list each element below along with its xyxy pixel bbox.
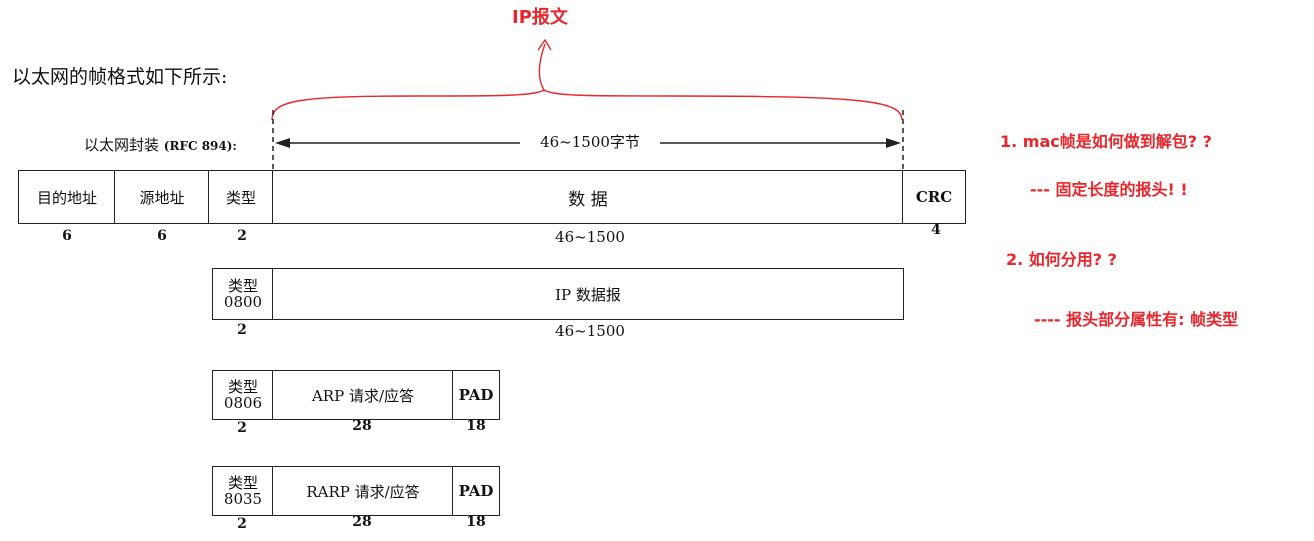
field-data: 数 据 (272, 170, 904, 224)
encapsulation-name: 以太网封装 (84, 136, 160, 154)
ip-datagram-field: IP 数据报 (272, 268, 904, 320)
rarp-type-field: 类型 8035 (212, 466, 274, 516)
rarp-len-type: 2 (237, 516, 247, 532)
arp-type-code: 0806 (223, 394, 263, 412)
range-label: 46~1500字节 (520, 131, 660, 152)
rarp-type-code: 8035 (223, 490, 263, 508)
len-dest: 6 (62, 228, 72, 244)
arp-type-field: 类型 0806 (212, 370, 274, 420)
field-dest-address: 目的地址 (18, 170, 116, 224)
arp-request-field: ARP 请求/应答 (272, 370, 454, 420)
len-source: 6 (157, 228, 167, 244)
intro-text: 以太网的帧格式如下所示: (12, 66, 228, 88)
arp-len-type: 2 (237, 420, 247, 436)
rarp-type-label: 类型 (227, 474, 258, 492)
len-crc: 4 (931, 222, 941, 238)
ip-type-code: 0800 (223, 293, 263, 311)
field-source-address: 源地址 (114, 170, 210, 224)
rfc-reference: (RFC 894): (163, 139, 237, 153)
arp-len-pad: 18 (466, 418, 486, 434)
len-type: 2 (237, 228, 247, 244)
encapsulation-label: 以太网封装 (RFC 894): (84, 134, 237, 155)
range-arrowhead-left (275, 138, 290, 148)
ip-packet-title: IP报文 (512, 7, 568, 28)
note-question-2: 2. 如何分用? ? (1006, 250, 1117, 269)
arp-len-data: 28 (352, 418, 372, 434)
note-question-1: 1. mac帧是如何做到解包? ? (1000, 132, 1212, 151)
rarp-len-pad: 18 (466, 514, 486, 530)
ip-brace (271, 89, 903, 121)
rarp-pad-field: PAD (452, 466, 500, 516)
rarp-len-data: 28 (352, 514, 372, 530)
rarp-request-field: RARP 请求/应答 (272, 466, 454, 516)
ip-len-type: 2 (237, 322, 247, 338)
field-crc: CRC (902, 170, 966, 224)
arp-pad-field: PAD (452, 370, 500, 420)
ip-type-field: 类型 0800 (212, 268, 274, 320)
ip-len-data: 46~1500 (555, 322, 625, 340)
ip-arrowhead (537, 38, 552, 51)
arp-type-label: 类型 (227, 378, 258, 396)
ip-arrow (538, 43, 546, 91)
len-data: 46~1500 (555, 228, 625, 246)
note-answer-2: ---- 报头部分属性有: 帧类型 (1034, 310, 1239, 329)
field-type: 类型 (208, 170, 274, 224)
ip-type-label: 类型 (227, 277, 258, 295)
range-arrowhead-right (886, 138, 901, 148)
note-answer-1: --- 固定长度的报头! ! (1030, 180, 1188, 199)
